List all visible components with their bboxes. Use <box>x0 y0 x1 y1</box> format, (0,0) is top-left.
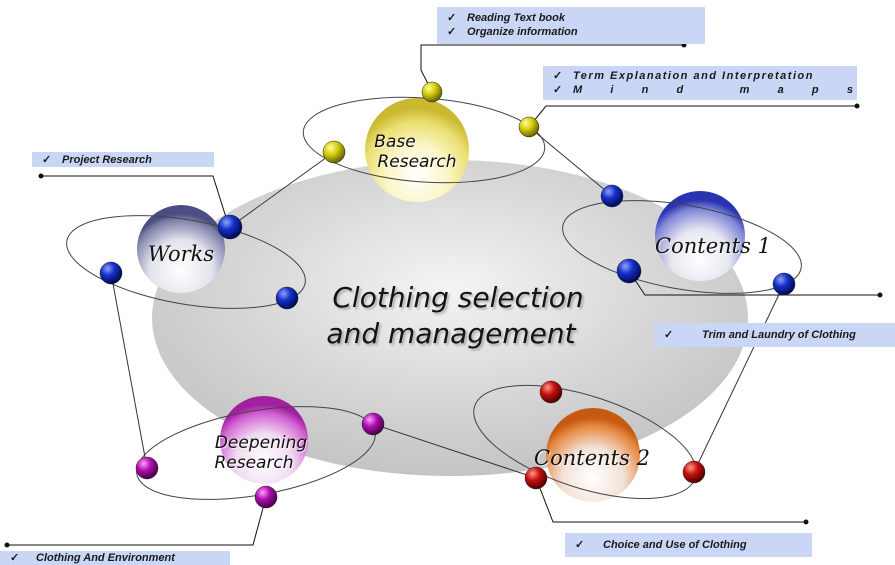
leader-dot <box>877 292 883 298</box>
yellow-ball <box>322 140 346 164</box>
note-environment: ✓ Clothing And Environment <box>0 551 230 565</box>
leader-dot <box>4 542 10 548</box>
note-environment-text: Clothing And Environment <box>36 552 175 564</box>
red-ball <box>539 380 563 404</box>
center-disc <box>152 160 748 476</box>
note-trim-text: Trim and Laundry of Clothing <box>702 329 856 341</box>
leader-environment <box>7 496 267 546</box>
check-icon: ✓ <box>664 329 674 341</box>
center-title-line2: and management <box>326 317 576 350</box>
leader-base-research <box>420 44 684 93</box>
red-ball <box>682 460 706 484</box>
yellow-ball <box>421 81 443 103</box>
leader-dot <box>803 519 809 525</box>
deepening-research-label-line1: Deepening <box>214 433 308 453</box>
note-reading-text: Reading Text book <box>467 12 565 24</box>
connector-base-contents1 <box>528 126 613 197</box>
contents1-orbit <box>562 200 802 294</box>
note-organize-text: Organize information <box>467 26 578 38</box>
leader-term-explanation <box>528 105 857 128</box>
check-icon: ✓ <box>553 70 563 82</box>
leader-project-research <box>41 175 230 228</box>
check-icon: ✓ <box>575 539 585 551</box>
blue-ball <box>275 286 299 310</box>
blue-ball <box>600 184 624 208</box>
purple-ball <box>135 456 159 480</box>
check-icon: ✓ <box>553 84 563 96</box>
note-trim-laundry: ✓ Trim and Laundry of Clothing <box>654 323 895 347</box>
note-project-research: ✓ Project Research <box>32 152 214 167</box>
purple-ball <box>361 412 385 436</box>
works-label: Works <box>147 242 215 266</box>
blue-ball <box>616 258 642 284</box>
base-research-sphere <box>365 98 469 202</box>
deepening-research-sphere <box>220 396 308 484</box>
note-term-explanation: ✓ Term Explanation and Interpretation ✓ M… <box>543 66 857 100</box>
contents2-sphere <box>546 408 640 502</box>
leader-dot <box>38 173 44 179</box>
connector-works-base <box>229 151 335 228</box>
blue-ball <box>217 214 243 240</box>
check-icon: ✓ <box>447 26 457 38</box>
blue-ball <box>772 272 796 296</box>
purple-ball <box>254 485 278 509</box>
center-title: Clothing selection and management <box>248 280 668 352</box>
check-icon: ✓ <box>10 552 20 564</box>
leader-dot <box>854 103 860 109</box>
connector-contents1-contents2 <box>693 283 785 473</box>
base-research-label-line1: Base <box>374 132 416 152</box>
deepening-research-label-line2: Research <box>214 453 294 473</box>
note-choice-use: ✓ Choice and Use of Clothing <box>565 533 812 557</box>
blue-ball <box>99 261 123 285</box>
check-icon: ✓ <box>42 154 52 166</box>
red-ball <box>524 466 548 490</box>
deepening-research-label: Deepening Research <box>196 433 326 473</box>
note-choice-text: Choice and Use of Clothing <box>603 539 747 551</box>
connector-deepening-contents2 <box>372 423 537 479</box>
contents2-label: Contents 2 <box>534 446 650 470</box>
connector-works-deepening <box>110 272 148 469</box>
yellow-ball <box>518 116 540 138</box>
center-title-line1: Clothing selection <box>332 281 584 314</box>
works-orbit <box>66 215 306 309</box>
note-project-text: Project Research <box>62 154 152 166</box>
base-research-label-line2: Research <box>377 152 457 172</box>
contents1-label: Contents 1 <box>655 234 771 258</box>
leader-choice-use <box>535 477 806 523</box>
note-term-text: Term Explanation and Interpretation <box>573 70 814 82</box>
base-research-label: Base Research <box>357 132 477 172</box>
check-icon: ✓ <box>447 12 457 24</box>
works-sphere <box>137 205 225 293</box>
note-base-research: ✓ Reading Text book ✓ Organize information <box>437 7 705 44</box>
